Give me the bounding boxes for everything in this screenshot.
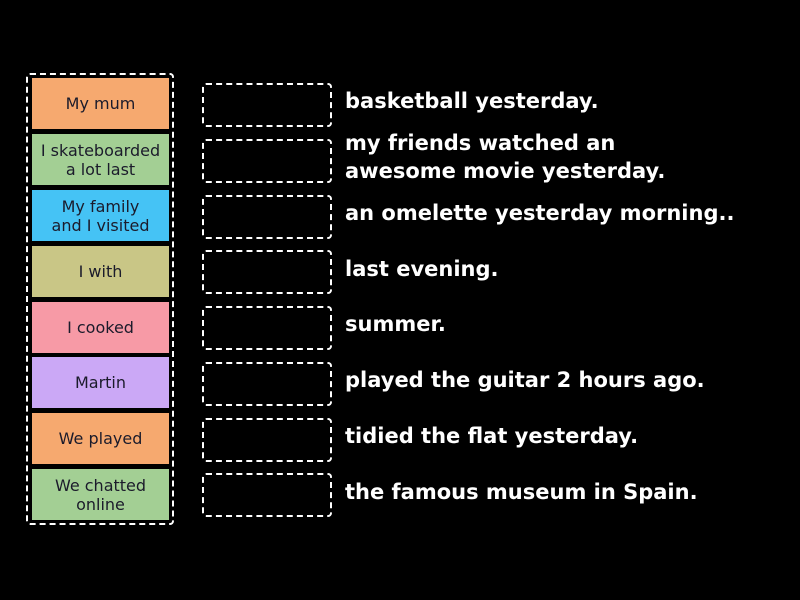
tile-label: We chatted online — [54, 475, 147, 514]
phrase-3: an omelette yesterday morning.. — [345, 201, 735, 225]
tile-label: My mum — [65, 94, 136, 113]
tile-tray — [26, 73, 174, 525]
tile-label: I cooked — [67, 318, 134, 337]
drop-slot-1[interactable] — [202, 83, 332, 127]
tile-we-chatted[interactable]: We chatted online — [32, 469, 169, 520]
phrase-6: played the guitar 2 hours ago. — [345, 368, 705, 392]
drop-slot-3[interactable] — [202, 195, 332, 239]
tile-i-with[interactable]: I with — [32, 246, 169, 297]
tile-label: We played — [58, 429, 143, 448]
tile-label: Martin — [74, 373, 127, 392]
tile-my-mum[interactable]: My mum — [32, 78, 169, 129]
drop-slot-2[interactable] — [202, 139, 332, 183]
phrase-8: the famous museum in Spain. — [345, 480, 698, 504]
drop-slot-8[interactable] — [202, 473, 332, 517]
drop-slot-5[interactable] — [202, 306, 332, 350]
tile-i-cooked[interactable]: I cooked — [32, 302, 169, 353]
drop-slot-4[interactable] — [202, 250, 332, 294]
drop-slot-6[interactable] — [202, 362, 332, 406]
phrase-2: my friends watched an awesome movie yest… — [345, 131, 666, 183]
tile-label: I skateboarded a lot last — [40, 140, 161, 179]
phrase-7: tidied the flat yesterday. — [345, 424, 639, 448]
tile-i-skateboarded[interactable]: I skateboarded a lot last — [32, 134, 169, 185]
phrase-1: basketball yesterday. — [345, 89, 599, 113]
tile-label: I with — [78, 262, 123, 281]
phrase-4: last evening. — [345, 257, 499, 281]
drop-slot-7[interactable] — [202, 418, 332, 462]
tile-we-played[interactable]: We played — [32, 413, 169, 464]
tile-label: My family and I visited — [51, 196, 150, 235]
phrase-5: summer. — [345, 312, 446, 336]
tile-martin[interactable]: Martin — [32, 357, 169, 408]
tile-my-family[interactable]: My family and I visited — [32, 190, 169, 241]
